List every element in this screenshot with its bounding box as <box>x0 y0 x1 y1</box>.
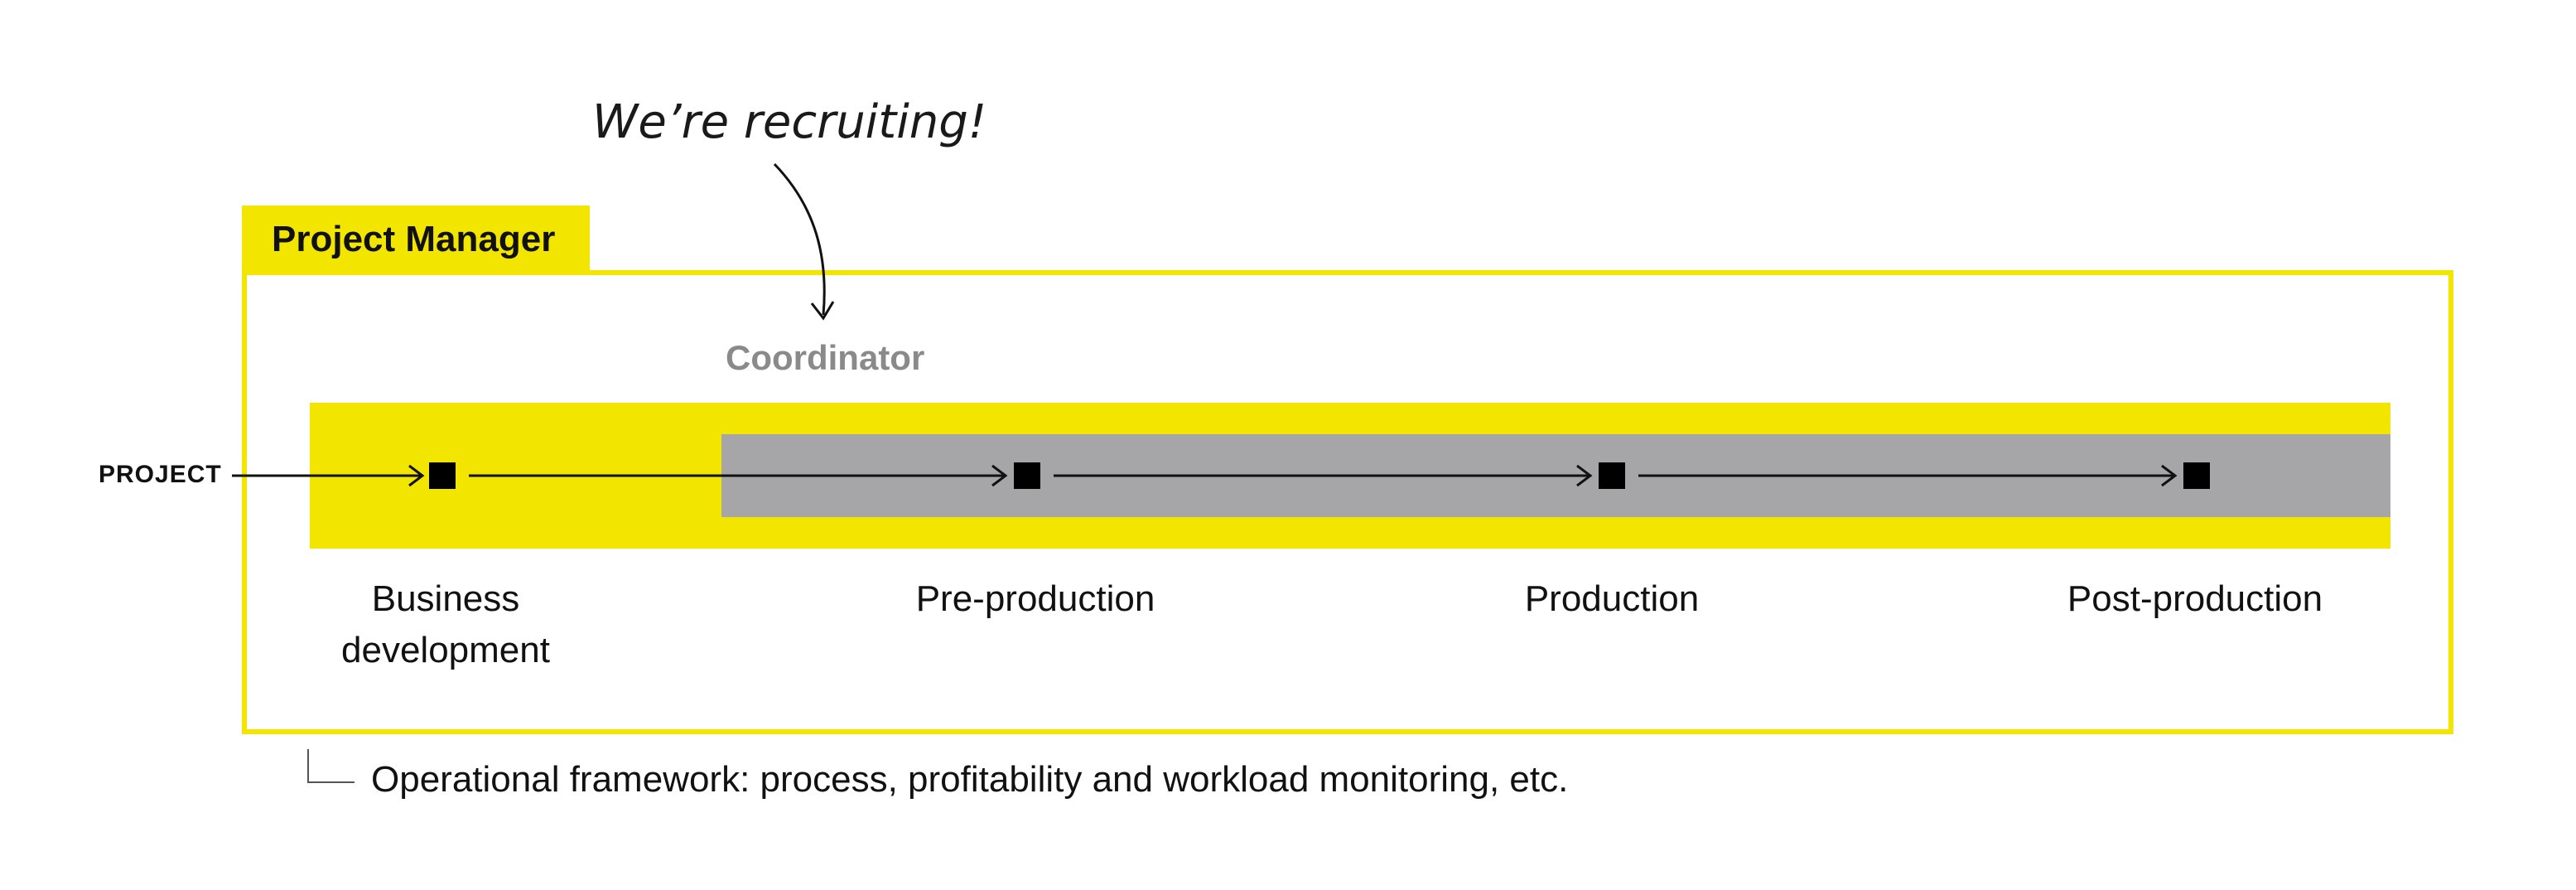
stage-label-line: Production <box>1524 578 1700 619</box>
stage-label-line: Pre-production <box>915 578 1155 619</box>
coordinator-band <box>721 434 2390 517</box>
footnote-bracket <box>307 749 355 783</box>
footnote-text: Operational framework: process, profitab… <box>371 759 1569 800</box>
stage-label-pre-production: Pre-production <box>916 573 1155 625</box>
stage-label-line: Post-production <box>2067 578 2323 619</box>
stage-label-production: Production <box>1525 573 1699 625</box>
coordinator-label: Coordinator <box>726 338 925 377</box>
project-manager-tab: Project Manager <box>242 206 590 273</box>
project-manager-frame <box>242 270 2453 734</box>
project-start-label: PROJECT <box>99 461 222 488</box>
stage-label-business-development: Business development <box>341 573 550 676</box>
stage-label-line: Business <box>371 578 520 619</box>
recruiting-annotation: We’re recruiting! <box>592 95 987 149</box>
stage-label-post-production: Post-production <box>2067 573 2323 625</box>
stage-label-line: development <box>341 630 550 670</box>
